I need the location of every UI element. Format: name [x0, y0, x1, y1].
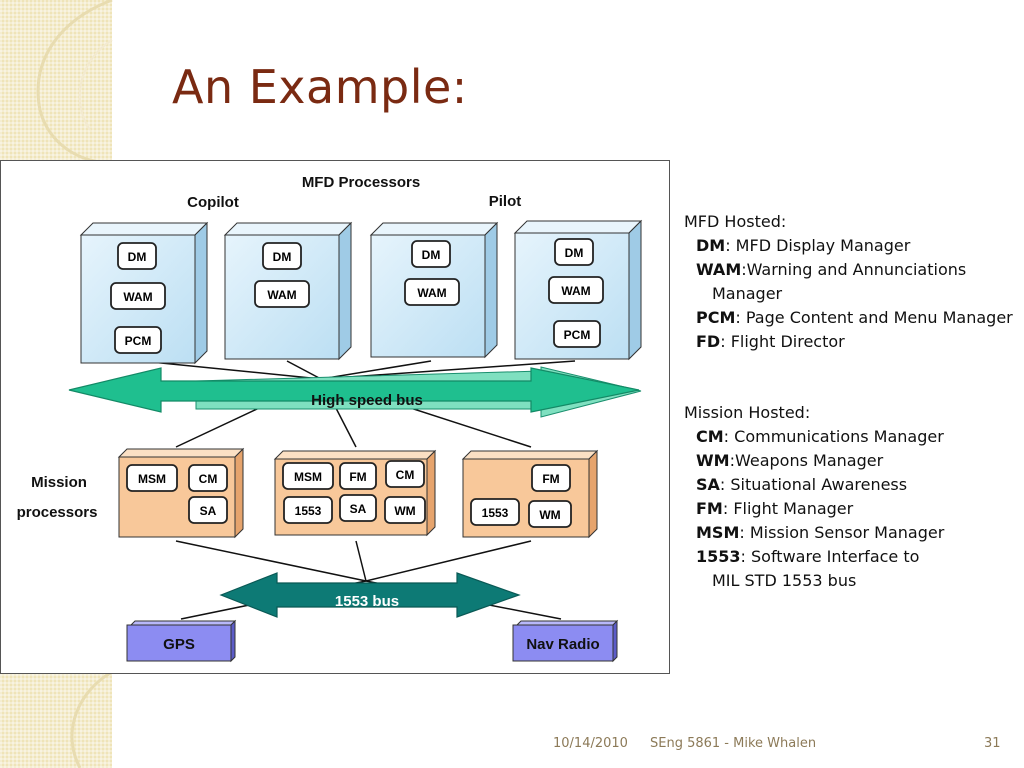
legend-item-fm: FM: Flight Manager — [696, 499, 854, 518]
acronym-legend: MFD Hosted: DM: MFD Display Manager WAM:… — [684, 210, 1024, 593]
mission-2-item-wm: WM — [394, 504, 415, 518]
mission-hosted-heading: Mission Hosted: — [684, 403, 811, 422]
mfd-4-item-wam: WAM — [561, 284, 590, 298]
mfd-4-item-dm: DM — [565, 246, 584, 260]
mission-unit-1: MSM CM SA — [117, 447, 245, 539]
mfd-unit-4: DM WAM PCM — [513, 219, 643, 361]
mission-label-line2: processors — [17, 504, 98, 521]
mission-3-item-fm: FM — [542, 472, 559, 486]
mfd-2-item-wam: WAM — [267, 288, 296, 302]
legend-item-1553: 1553: Software Interface to — [696, 547, 920, 566]
legend-item-sa: SA: Situational Awareness — [696, 475, 908, 494]
mission-unit-2: MSM FM CM 1553 SA WM — [273, 449, 437, 537]
mfd-unit-2: DM WAM — [223, 221, 353, 361]
mission-3-item-1553: 1553 — [482, 506, 509, 520]
mission-2-item-msm: MSM — [294, 470, 322, 484]
legend-item-fd: FD: Flight Director — [696, 332, 845, 351]
mission-2-item-fm: FM — [349, 470, 366, 484]
high-speed-bus-label: High speed bus — [311, 392, 423, 409]
mfd-2-item-dm: DM — [273, 250, 292, 264]
device-gps-label: GPS — [163, 636, 195, 653]
mission-label-line1: Mission — [31, 474, 87, 491]
device-nav-radio-label: Nav Radio — [526, 636, 599, 653]
mfd-4-item-pcm: PCM — [564, 328, 591, 342]
mfd-unit-3: DM WAM — [369, 221, 499, 359]
mfd-processors-label: MFD Processors — [302, 174, 420, 191]
legend-item-dm: DM: MFD Display Manager — [696, 236, 911, 255]
mission-1-item-msm: MSM — [138, 472, 166, 486]
legend-item-msm: MSM: Mission Sensor Manager — [696, 523, 945, 542]
legend-item-pcm: PCM: Page Content and Menu Manager — [696, 308, 1013, 327]
bus-1553-arrow: 1553 bus — [219, 572, 521, 618]
mission-1-item-cm: CM — [199, 472, 218, 486]
mission-3-item-wm: WM — [539, 508, 560, 522]
copilot-label: Copilot — [187, 194, 239, 211]
mission-2-item-1553: 1553 — [295, 504, 322, 518]
footer-date: 10/14/2010 — [553, 736, 628, 751]
mfd-1-item-dm: DM — [128, 250, 147, 264]
mission-1-item-sa: SA — [200, 504, 217, 518]
footer-author: SEng 5861 - Mike Whalen — [650, 736, 817, 751]
device-nav-radio: Nav Radio — [512, 619, 619, 663]
high-speed-bus-arrow: High speed bus — [68, 366, 642, 418]
mfd-1-item-wam: WAM — [123, 290, 152, 304]
legend-item-wam-cont: Manager — [712, 284, 783, 303]
mfd-unit-1: DM WAM PCM — [79, 221, 209, 365]
mfd-hosted-heading: MFD Hosted: — [684, 212, 787, 231]
pilot-label: Pilot — [489, 193, 522, 210]
slide-title: An Example: — [172, 60, 468, 114]
footer-page-number: 31 — [984, 736, 1001, 751]
legend-item-wm: WM:Weapons Manager — [696, 451, 884, 470]
architecture-diagram: MFD Processors Copilot Pilot DM WA — [0, 160, 670, 674]
diagram-canvas: MFD Processors Copilot Pilot DM WA — [17, 174, 643, 663]
decorative-curves — [36, 0, 113, 768]
mfd-3-item-dm: DM — [422, 248, 441, 262]
mission-2-item-cm: CM — [396, 468, 415, 482]
bus-1553-label: 1553 bus — [335, 593, 399, 610]
mission-unit-3: FM 1553 WM — [461, 449, 599, 539]
mfd-1-item-pcm: PCM — [125, 334, 152, 348]
legend-item-cm: CM: Communications Manager — [696, 427, 944, 446]
legend-item-1553-cont: MIL STD 1553 bus — [712, 571, 857, 590]
legend-item-wam: WAM:Warning and Annunciations — [696, 260, 967, 279]
mission-2-item-sa: SA — [350, 502, 367, 516]
mfd-3-item-wam: WAM — [417, 286, 446, 300]
device-gps: GPS — [126, 619, 237, 663]
